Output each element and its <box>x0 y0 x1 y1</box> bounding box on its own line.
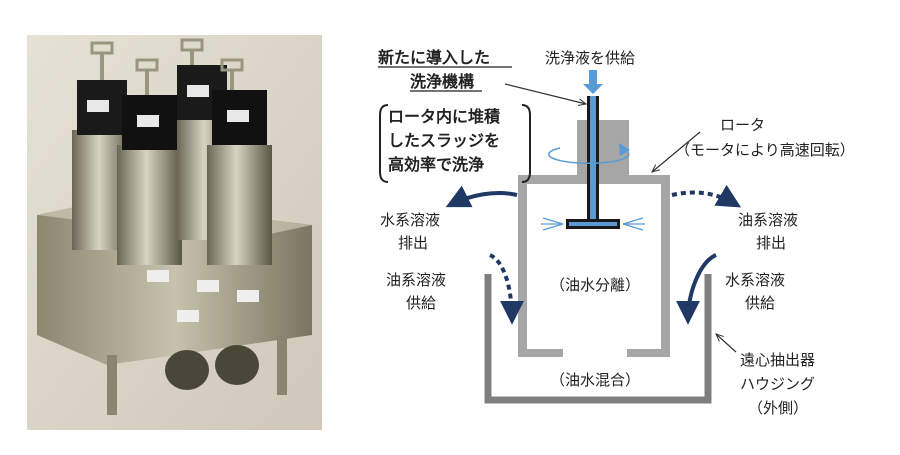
callout-box-1: ロータ内に堆積 <box>388 107 501 126</box>
wash-supply-arrow-shaft <box>589 70 597 84</box>
aq-in-label-1: 水系溶液 <box>725 271 785 289</box>
housing-label-3: （外側） <box>748 399 808 417</box>
org-in-arrow <box>488 253 524 325</box>
org-in-label-2: 供給 <box>406 294 436 312</box>
wash-nozzle-inner <box>569 222 617 226</box>
org-out-label-2: 排出 <box>756 234 786 252</box>
wash-pipe-inner <box>590 96 596 227</box>
callout-title-1: 新たに導入した <box>378 48 490 67</box>
aq-out-arrow <box>445 185 518 208</box>
rotor-note-label: （モータにより高速回転） <box>675 141 855 159</box>
housing-leader <box>716 334 737 353</box>
callout-box-2: したスラッジを <box>388 131 500 150</box>
callout-title-2: 洗浄機構 <box>410 72 474 91</box>
rotation-arrowhead <box>619 143 630 156</box>
rotor-bottom-right <box>627 349 670 357</box>
org-in-label-1: 油系溶液 <box>386 271 446 289</box>
rotor-left-wall <box>518 175 527 357</box>
org-out-label-1: 油系溶液 <box>738 211 798 229</box>
wash-supply-arrow-head <box>583 84 603 94</box>
wash-supply-label: 洗浄液を供給 <box>545 49 635 67</box>
housing-label-1: 遠心抽出器 <box>740 351 815 369</box>
callout-leader <box>504 83 586 104</box>
separation-label: （油水分離） <box>550 276 640 294</box>
rotation-ellipse <box>548 147 630 165</box>
mixing-label: （油水混合） <box>550 371 640 389</box>
aq-in-arrow <box>676 253 717 325</box>
spray-lines <box>541 217 645 231</box>
callout-bracket-right <box>521 104 531 183</box>
rotor-bottom-left <box>518 349 563 357</box>
org-out-arrow <box>671 184 742 208</box>
aq-in-label-2: 供給 <box>745 294 775 312</box>
callout-box-3: 高効率で洗浄 <box>388 155 484 174</box>
rotor-right-wall <box>661 175 670 357</box>
housing-label-2: ハウジング <box>740 375 815 393</box>
centrifugal-extractor-photo <box>27 35 322 430</box>
aq-out-label-1: 水系溶液 <box>380 211 440 229</box>
callout-bracket-left <box>379 104 389 183</box>
aq-out-label-2: 排出 <box>398 234 428 252</box>
housing-wall <box>484 274 712 404</box>
rotor-label: ロータ <box>720 116 765 134</box>
rotor-leader <box>652 131 701 172</box>
